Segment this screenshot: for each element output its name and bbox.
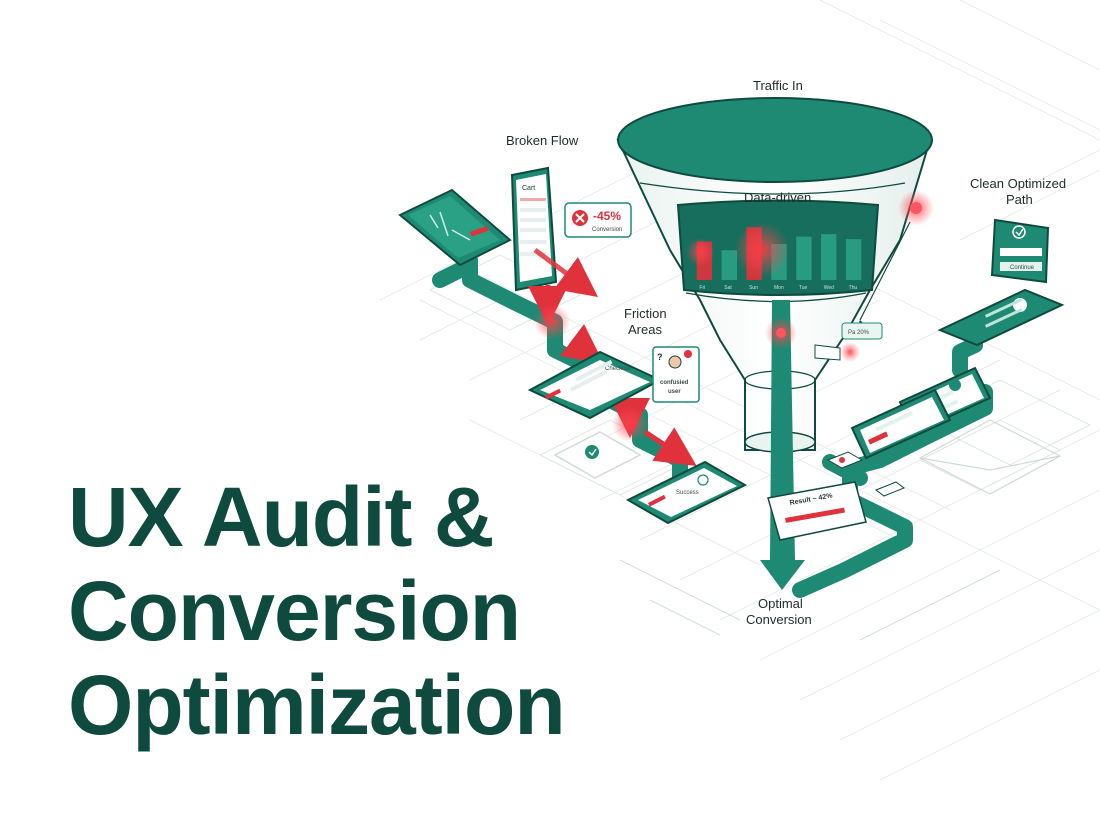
chart-bar xyxy=(796,236,812,280)
user-icon xyxy=(949,379,961,391)
clean-phone-3 xyxy=(850,388,952,460)
check-card xyxy=(553,431,642,479)
data-driven-label: Data-driven xyxy=(744,190,811,205)
title-line-1: UX Audit & xyxy=(68,470,495,564)
chart-bar xyxy=(821,234,837,280)
chart-tick-label: Sun xyxy=(749,285,758,291)
chart-tick-label: Fri xyxy=(699,285,705,291)
background-grid xyxy=(379,0,1100,781)
checkmark-icon xyxy=(585,445,599,459)
phone-cart: Cart xyxy=(510,166,558,292)
friction-hotspot xyxy=(534,304,570,340)
result-card: Result ~ 42% xyxy=(767,481,867,541)
phone-checkout: Checkout xyxy=(527,350,663,420)
friction-label-1: Friction xyxy=(624,306,667,321)
confused-user-line1: confusied xyxy=(660,380,689,386)
chart-tick-label: Mon xyxy=(774,285,784,291)
optimal-label-2: Conversion xyxy=(746,612,812,627)
chart-tick-label: Tue xyxy=(799,285,808,291)
sketch-lines xyxy=(619,559,1001,641)
funnel-tag-text: Pa 20% xyxy=(848,330,870,336)
clean-top-card: Continue xyxy=(990,218,1050,284)
phone-success: Success xyxy=(625,460,748,525)
phone-left xyxy=(398,188,512,267)
clean-phone-1 xyxy=(937,288,1065,347)
success-label: Success xyxy=(676,490,699,496)
chart-hotspot xyxy=(734,222,790,278)
conversion-badge-caption: Conversion xyxy=(592,227,622,233)
title-line-3: Optimization xyxy=(68,658,566,752)
confused-user-card: ? confusied user xyxy=(652,346,700,403)
user-icon xyxy=(668,355,682,369)
checkout-label: Checkout xyxy=(605,366,631,372)
traffic-in-label: Traffic In xyxy=(753,78,803,93)
chart-bar xyxy=(721,250,737,280)
checkmark-icon xyxy=(1012,225,1026,239)
chart-tick-label: Wed xyxy=(824,285,834,291)
confused-user-line2: user xyxy=(668,389,681,395)
cart-screen-title: Cart xyxy=(522,185,535,192)
conversion-badge: -45% Conversion xyxy=(564,202,632,238)
conversion-badge-value: -45% xyxy=(593,209,621,223)
friction-label-2: Areas xyxy=(628,322,662,337)
friction-hotspot xyxy=(612,406,648,442)
chart-bar xyxy=(845,239,862,280)
title-line-2: Conversion xyxy=(68,564,521,658)
question-icon: ? xyxy=(657,352,663,362)
envelope-icon xyxy=(918,419,1062,495)
small-cards xyxy=(826,451,906,497)
chart-tick-label: Thu xyxy=(849,285,858,291)
page-title: UX Audit & Conversion Optimization xyxy=(68,470,566,752)
optimal-label-1: Optimal xyxy=(758,596,803,611)
chart-tick-label: Sat xyxy=(724,285,732,291)
clean-path-label-1: Clean Optimized xyxy=(970,176,1066,191)
funnel-tag: Pa 20% xyxy=(814,322,883,361)
clean-top-button: Continue xyxy=(1010,265,1035,271)
clean-path-label-2: Path xyxy=(1006,192,1033,207)
clean-path xyxy=(792,322,993,598)
broken-flow-label: Broken Flow xyxy=(506,133,579,148)
